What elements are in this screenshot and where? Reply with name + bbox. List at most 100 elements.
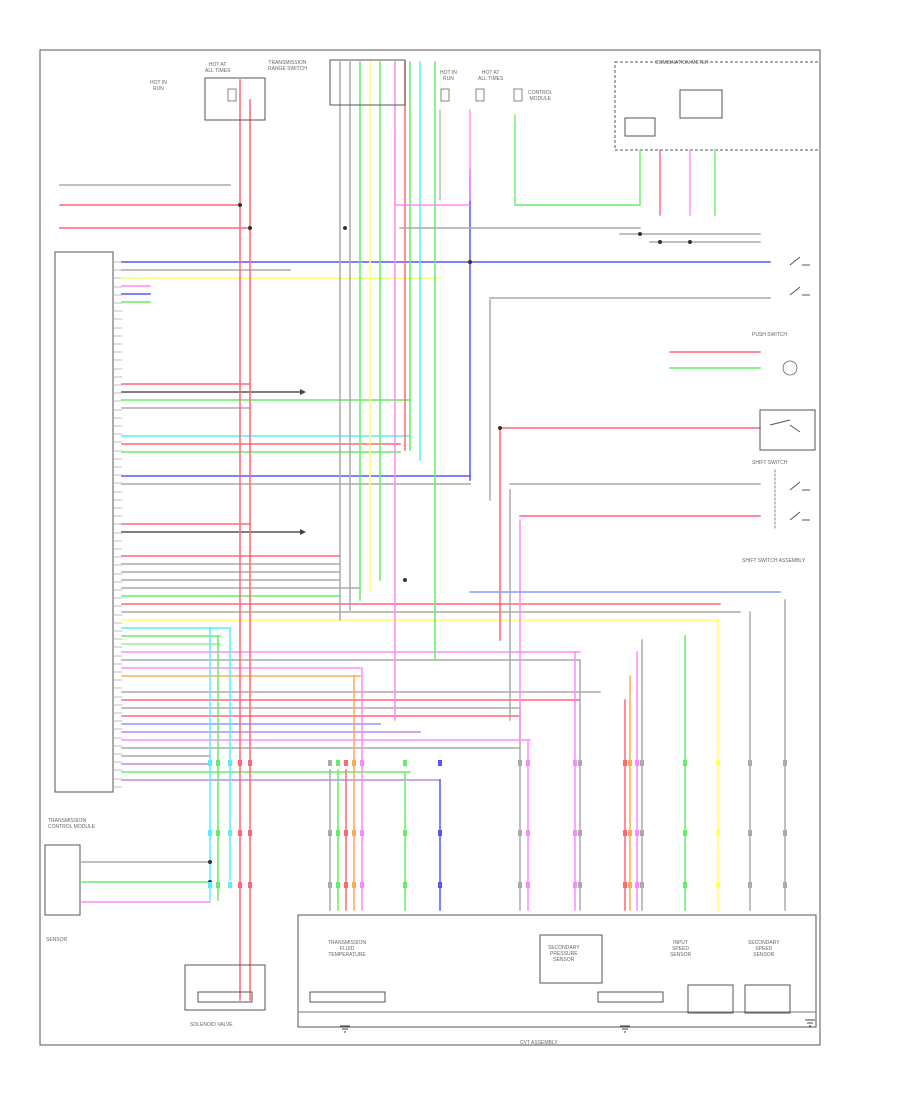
connector-tick-a-7 [344, 760, 348, 766]
meter-indicator-box [679, 89, 723, 119]
connector-tick-c-16 [623, 882, 627, 888]
connector-tick-a-4 [248, 760, 252, 766]
connector-tick-a-2 [228, 760, 232, 766]
connector-tick-b-2 [228, 830, 232, 836]
connector-tick-c-13 [526, 882, 530, 888]
connector-tick-c-6 [336, 882, 340, 888]
combination-meter-box [614, 61, 821, 151]
transmission-control-module-label: TRANSMISSION CONTROL MODULE [48, 818, 96, 830]
ground-symbol-2 [805, 1019, 815, 1027]
connector-tick-b-9 [360, 830, 364, 836]
connector-tick-a-14 [573, 760, 577, 766]
connector-tick-c-8 [352, 882, 356, 888]
splice-dot-5 [403, 578, 407, 582]
splice-dot-1 [248, 226, 252, 230]
push-switch-contact [769, 419, 801, 433]
connector-tick-b-20 [683, 830, 687, 836]
cvt-connector-left [309, 991, 386, 1003]
sensor-splice-0 [208, 860, 212, 864]
solenoid-connector [197, 991, 253, 1003]
range-switch-box [329, 59, 406, 106]
connector-tick-a-11 [438, 760, 442, 766]
connector-tick-a-16 [623, 760, 627, 766]
connector-tick-a-18 [635, 760, 639, 766]
connector-tick-b-23 [783, 830, 787, 836]
fuse-symbol-2 [475, 88, 485, 102]
switch-contact-1 [789, 286, 810, 296]
connector-tick-c-7 [344, 882, 348, 888]
cvt-assembly-box [297, 914, 817, 1028]
hot-at-all-times-mid-label: HOT AT ALL TIMES [478, 70, 504, 82]
connector-tick-b-7 [344, 830, 348, 836]
connector-tick-b-17 [628, 830, 632, 836]
connector-tick-b-3 [238, 830, 242, 836]
header-path-1 [514, 150, 641, 206]
connector-tick-a-3 [238, 760, 242, 766]
secondary-pressure-label: SECONDARY PRESSURE SENSOR [548, 945, 580, 963]
connector-tick-a-9 [360, 760, 364, 766]
solenoid-box [184, 964, 266, 1011]
connector-tick-a-22 [748, 760, 752, 766]
connector-tick-b-10 [403, 830, 407, 836]
fuse-symbol-3 [513, 88, 523, 102]
splice-dot-3 [468, 260, 472, 264]
shift-switch-assembly-label: SHIFT SWITCH ASSEMBLY [742, 558, 806, 564]
connector-tick-c-17 [628, 882, 632, 888]
connector-tick-b-16 [623, 830, 627, 836]
ground-symbol-0 [340, 1025, 350, 1033]
connector-tick-b-1 [216, 830, 220, 836]
splice-dot-6 [638, 232, 642, 236]
fuse-symbol-1 [440, 88, 450, 102]
connector-tick-b-21 [716, 830, 720, 836]
connector-tick-c-4 [248, 882, 252, 888]
connector-tick-b-13 [526, 830, 530, 836]
tcm-connector [54, 251, 114, 793]
sub-sensor-box-a [687, 984, 734, 1014]
switch-contact-3 [789, 511, 810, 521]
connector-tick-a-5 [328, 760, 332, 766]
connector-tick-c-20 [683, 882, 687, 888]
hot-at-all-times-label: HOT AT ALL TIMES [205, 62, 231, 74]
push-switch-label: PUSH SWITCH [752, 332, 787, 338]
wire-arrow-1 [300, 529, 306, 535]
connector-tick-a-19 [640, 760, 644, 766]
connector-tick-a-1 [216, 760, 220, 766]
push-switch-box [759, 409, 816, 451]
connector-tick-c-10 [403, 882, 407, 888]
connector-tick-b-6 [336, 830, 340, 836]
secondary-pressure-box [539, 934, 603, 984]
connector-tick-c-2 [228, 882, 232, 888]
connector-tick-b-18 [635, 830, 639, 836]
connector-tick-c-19 [640, 882, 644, 888]
connector-tick-b-12 [518, 830, 522, 836]
connector-tick-c-0 [208, 882, 212, 888]
relay-box-left [204, 77, 266, 121]
splice-dot-7 [658, 240, 662, 244]
connector-tick-c-21 [716, 882, 720, 888]
fluid-temperature-label: TRANSMISSION FLUID TEMPERATURE [328, 940, 367, 958]
input-speed-label: INPUT SPEED SENSOR [670, 940, 692, 958]
connector-tick-c-12 [518, 882, 522, 888]
connector-tick-b-5 [328, 830, 332, 836]
indicator-lamp-icon [782, 360, 798, 376]
meter-sub-box [624, 117, 656, 137]
splice-dot-4 [498, 426, 502, 430]
connector-tick-c-14 [573, 882, 577, 888]
fuse-symbol-0 [227, 88, 237, 102]
connector-tick-c-5 [328, 882, 332, 888]
connector-tick-b-19 [640, 830, 644, 836]
connector-tick-c-18 [635, 882, 639, 888]
connector-tick-c-9 [360, 882, 364, 888]
transmission-range-switch-label: TRANSMISSION RANGE SWITCH [268, 60, 307, 72]
connector-tick-a-15 [578, 760, 582, 766]
ground-symbol-1 [620, 1025, 630, 1033]
secondary-speed-label: SECONDARY SPEED SENSOR [748, 940, 780, 958]
connector-tick-a-13 [526, 760, 530, 766]
connector-tick-b-0 [208, 830, 212, 836]
splice-dot-8 [688, 240, 692, 244]
connector-tick-a-17 [628, 760, 632, 766]
control-module-label: CONTROL MODULE [528, 90, 553, 102]
connector-tick-a-20 [683, 760, 687, 766]
shift-switch-label: SHIFT SWITCH [752, 460, 788, 466]
